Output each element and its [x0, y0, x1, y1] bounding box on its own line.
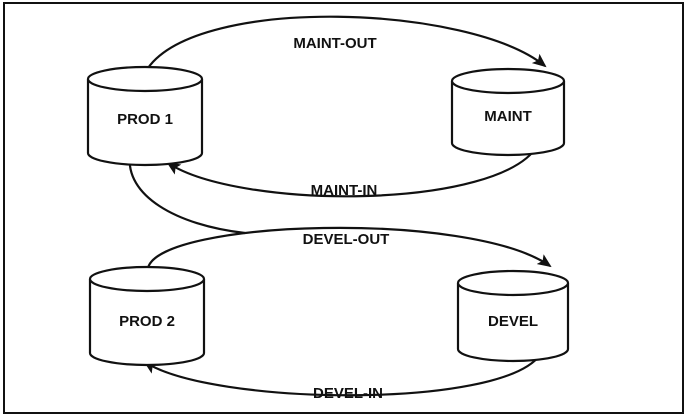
maint-in-label: MAINT-IN: [311, 182, 378, 199]
arrow-maint-out: [147, 15, 547, 69]
database-prod2: PROD 2: [88, 265, 206, 367]
prod2-label: PROD 2: [119, 313, 175, 330]
database-devel: DEVEL: [456, 269, 570, 363]
arrow-devel-in: [143, 354, 541, 397]
database-maint: MAINT: [450, 67, 566, 157]
arrow-maint-in: [166, 144, 539, 198]
connector-prod1-to-prod2: [128, 154, 246, 235]
maint-out-label: MAINT-OUT: [293, 35, 376, 52]
database-prod1: PROD 1: [86, 65, 204, 167]
devel-out-label: DEVEL-OUT: [303, 231, 390, 248]
arrow-devel-out: [146, 226, 552, 269]
devel-label: DEVEL: [488, 313, 538, 330]
prod1-label: PROD 1: [117, 111, 173, 128]
devel-in-label: DEVEL-IN: [313, 385, 383, 402]
maint-label: MAINT: [484, 108, 532, 125]
